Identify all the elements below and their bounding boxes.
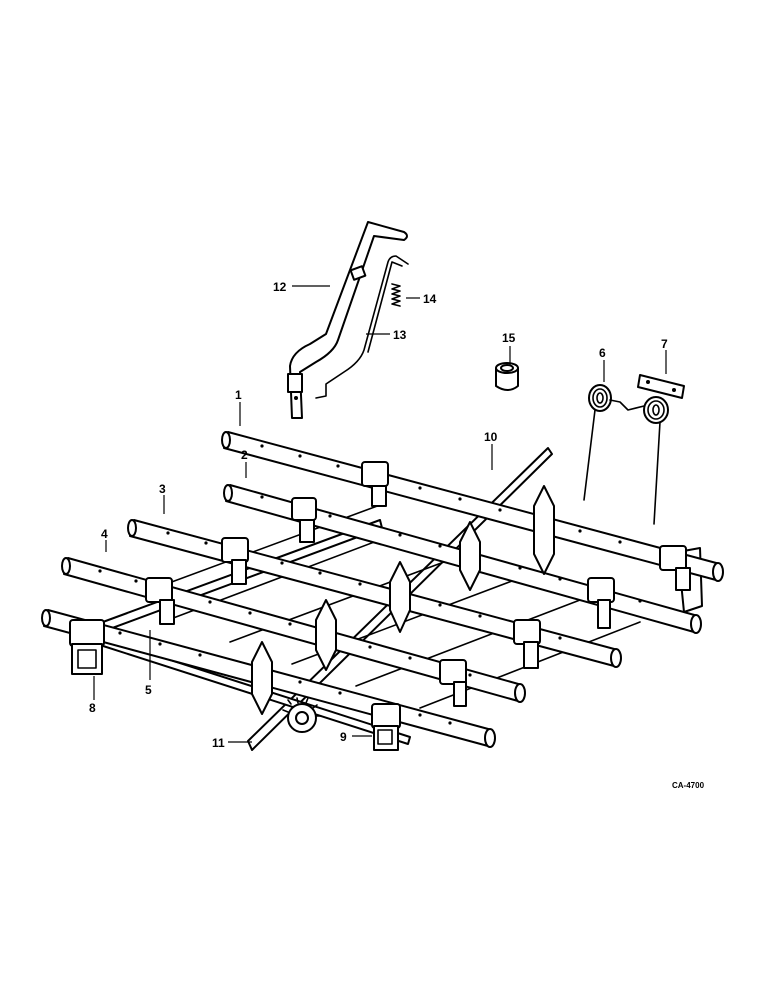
callout-label-7: 7 (661, 337, 668, 351)
callout-label-12: 12 (273, 280, 287, 294)
spring-tine-part-6 (583, 384, 669, 525)
callout-label-10: 10 (484, 430, 498, 444)
mount-plate (533, 485, 555, 575)
callout-label-14: 14 (423, 292, 437, 306)
clamp-bar1-right (659, 545, 691, 591)
callout-label-2: 2 (241, 448, 248, 462)
callout-label-15: 15 (502, 331, 516, 345)
clamp-bar3-left (221, 537, 249, 585)
clamp-bar2-right (587, 577, 615, 629)
mount-plate (459, 521, 481, 591)
strap-part-7 (637, 374, 685, 399)
sprocket (282, 697, 322, 733)
mount-plate (315, 599, 337, 671)
callout-label-1: 1 (235, 388, 242, 402)
callout-label-6: 6 (599, 346, 606, 360)
callout-label-3: 3 (159, 482, 166, 496)
bracket-part-9 (371, 703, 401, 751)
callout-leaders (93, 285, 667, 743)
callout-label-5: 5 (145, 683, 152, 697)
bushing-part-15 (495, 362, 519, 391)
clamp-brackets (69, 461, 691, 751)
callout-label-4: 4 (101, 527, 108, 541)
clamp-bar3-right (513, 619, 541, 669)
spring-part-14 (391, 283, 401, 307)
callout-label-8: 8 (89, 701, 96, 715)
callout-labels: 1 2 3 4 5 6 7 8 9 10 11 12 13 14 15 (89, 280, 668, 750)
clamp-bar4-left (145, 577, 175, 625)
clamp-bar4-right (439, 659, 467, 707)
lever-part-12 (287, 221, 408, 419)
mount-plate (251, 641, 273, 715)
clamp-bar1-left (361, 461, 389, 507)
callout-label-9: 9 (340, 730, 347, 744)
mount-plate (389, 561, 411, 633)
tine-bar-part-4 (61, 557, 526, 703)
tine-bar-part-3 (127, 519, 622, 668)
drawing-code: CA-4700 (672, 781, 705, 790)
callout-label-11: 11 (212, 736, 225, 750)
callout-label-13: 13 (393, 328, 407, 342)
mounting-plates (251, 485, 555, 715)
tine-bar-part-1 (221, 431, 724, 582)
bracket-part-8 (69, 619, 105, 675)
rod-part-13 (315, 255, 409, 399)
clamp-bar2-left (291, 497, 317, 543)
